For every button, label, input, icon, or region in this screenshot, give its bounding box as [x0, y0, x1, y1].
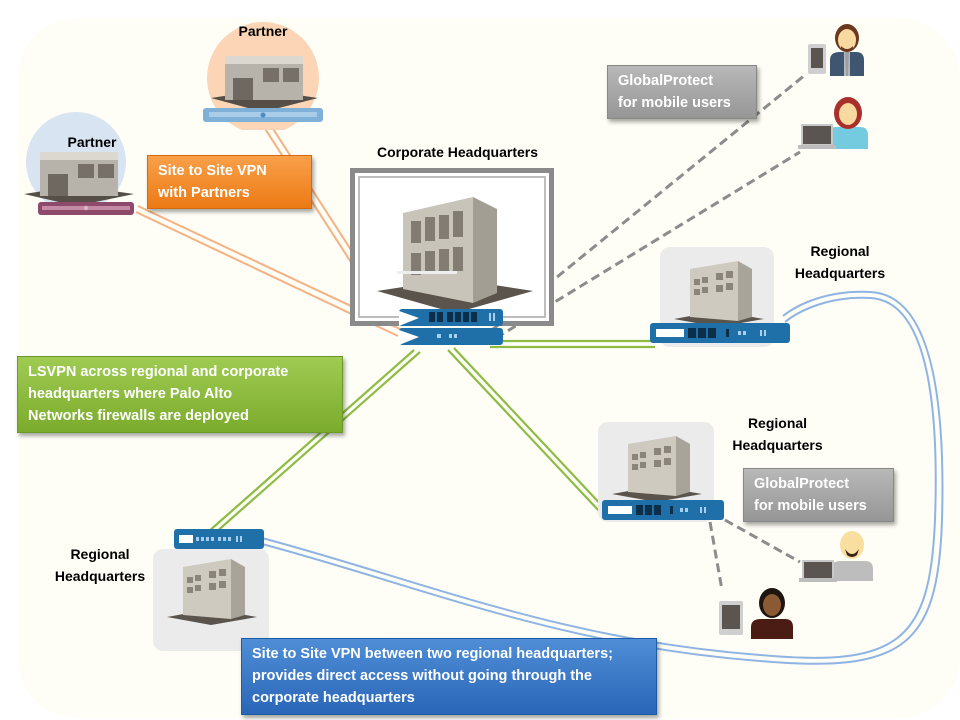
firewall-icon — [399, 309, 503, 345]
globalprotect-link-tablet — [708, 521, 724, 591]
label-line: Regional — [810, 243, 870, 259]
globalprotect-link-laptop-2 — [724, 518, 801, 564]
callout-line: GlobalProtect — [618, 73, 714, 89]
regional-building-icon — [612, 436, 702, 502]
label-line: Regional — [747, 415, 808, 431]
regional-hq-mid-label: Regional Headquarters — [715, 412, 840, 456]
firewall-icon — [602, 500, 724, 520]
firewall-icon — [174, 529, 264, 549]
partner-building-icon — [24, 112, 134, 215]
partner-top-label: Partner — [238, 23, 288, 39]
callout-line: for mobile users — [754, 498, 867, 514]
corporate-firewall[interactable] — [397, 307, 505, 347]
user-with-tablet-icon — [719, 588, 793, 639]
regional-hq-left-node[interactable] — [153, 549, 269, 651]
corporate-hq-node[interactable] — [350, 168, 554, 326]
callout-line: corporate headquarters — [252, 690, 415, 706]
label-line: Headquarters — [794, 265, 886, 281]
callout-line: GlobalProtect — [754, 476, 850, 492]
partner-left-node[interactable] — [22, 110, 140, 220]
lsvpn-link-right — [490, 339, 655, 349]
mobile-user-phone[interactable] — [806, 22, 866, 78]
label-line: Headquarters — [54, 568, 146, 584]
user-with-laptop-icon — [798, 97, 868, 149]
callout-line: Networks firewalls are deployed — [28, 408, 249, 424]
label-line: Regional — [70, 546, 130, 562]
callout-line: Site to Site VPN between two regional he… — [252, 646, 613, 662]
lsvpn-link-left — [207, 349, 421, 535]
partner-building-icon — [203, 22, 323, 134]
user-with-phone-icon — [808, 24, 864, 76]
callout-line: Site to Site VPN — [158, 163, 267, 179]
regional-left-firewall[interactable] — [174, 527, 264, 551]
partner-top-node[interactable] — [203, 20, 323, 134]
callout-site-to-site-regional: Site to Site VPN between two regional he… — [241, 638, 657, 715]
corporate-building-icon — [377, 197, 533, 313]
callout-globalprotect-top: GlobalProtect for mobile users — [607, 65, 757, 119]
lsvpn-link-mid — [447, 347, 607, 513]
corporate-hq-label: Corporate Headquarters — [376, 144, 539, 160]
mobile-user-laptop-2[interactable] — [797, 529, 875, 583]
callout-site-to-site-partners: Site to Site VPN with Partners — [147, 155, 312, 209]
label-line: Headquarters — [732, 437, 823, 453]
regional-building-icon — [167, 559, 257, 625]
regional-hq-right-label: Regional Headquarters — [785, 240, 895, 284]
callout-line: provides direct access without going thr… — [252, 668, 592, 684]
firewall-icon — [650, 323, 790, 343]
callout-line: headquarters where Palo Alto — [28, 386, 233, 402]
callout-globalprotect-mid: GlobalProtect for mobile users — [743, 468, 894, 522]
mobile-user-tablet[interactable] — [717, 587, 797, 639]
regional-mid-firewall[interactable] — [602, 498, 724, 522]
regional-hq-left-label: Regional Headquarters — [40, 543, 160, 587]
callout-lsvpn: LSVPN across regional and corporate head… — [17, 356, 343, 433]
mobile-user-laptop[interactable] — [796, 95, 870, 151]
regional-site-to-site-link — [261, 290, 944, 665]
user-with-laptop-icon — [799, 531, 873, 582]
callout-line: LSVPN across regional and corporate — [28, 364, 289, 380]
callout-line: with Partners — [158, 185, 250, 201]
callout-line: for mobile users — [618, 95, 731, 111]
partner-left-label: Partner — [67, 134, 117, 150]
regional-right-firewall[interactable] — [650, 321, 790, 345]
